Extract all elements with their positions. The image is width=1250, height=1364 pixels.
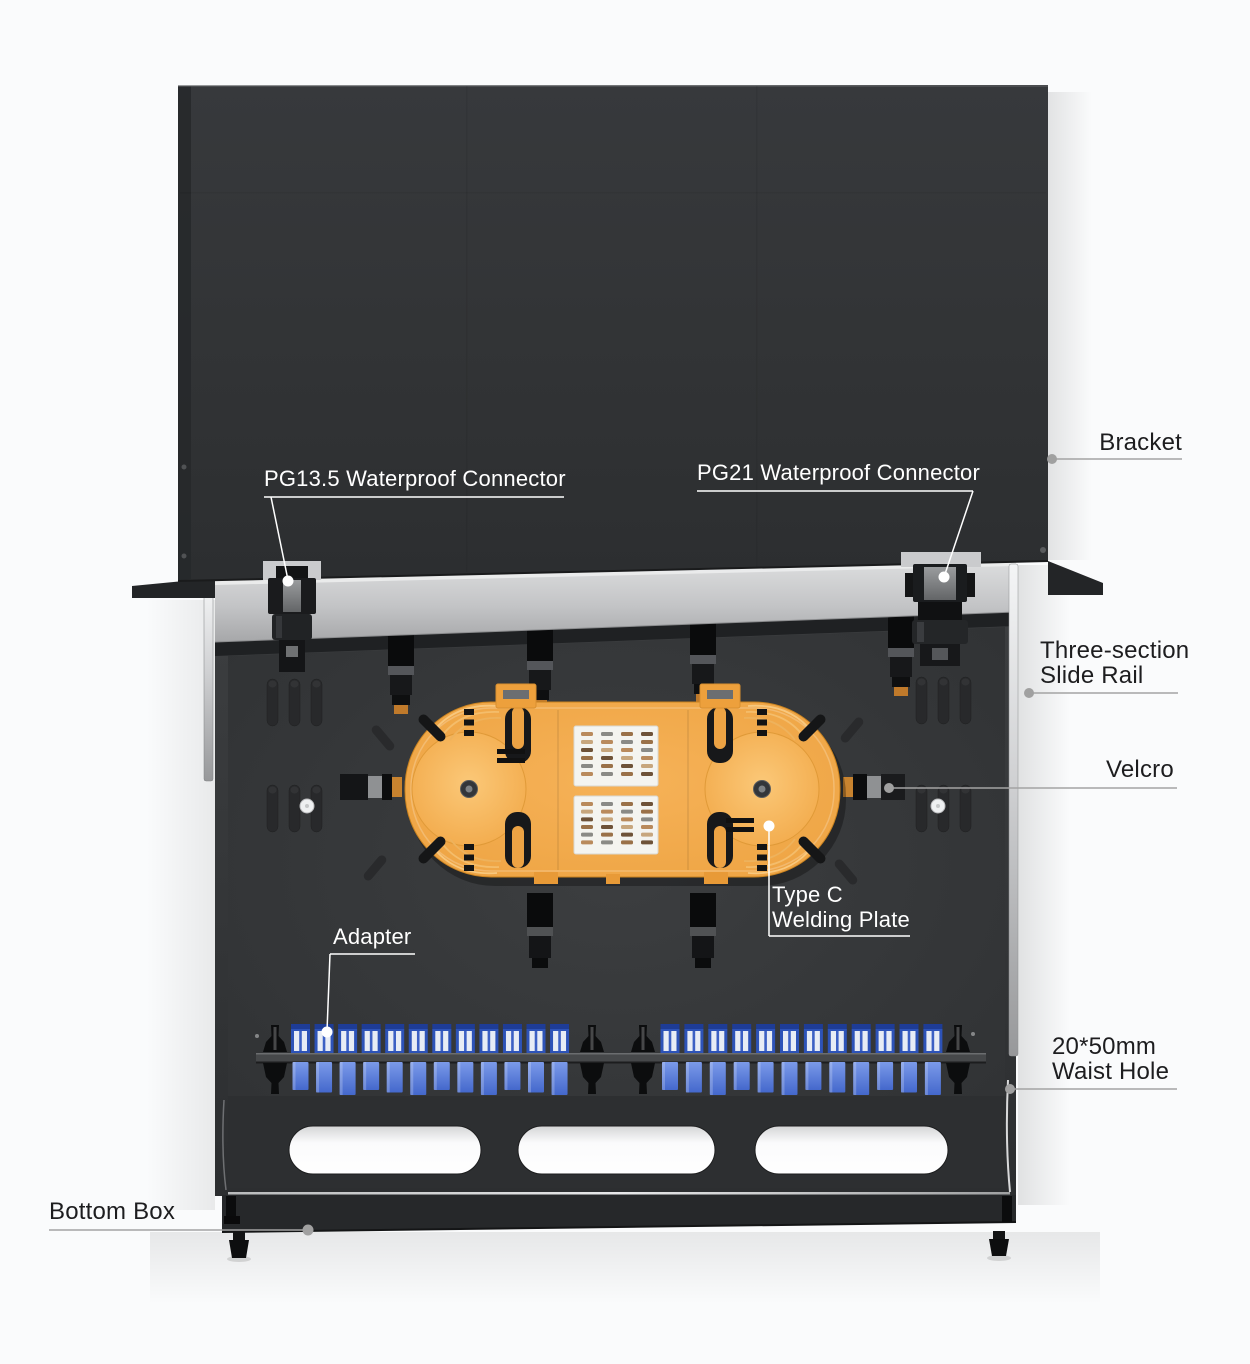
label-waist-hole-line1: 20*50mm — [1052, 1033, 1157, 1060]
waist-hole — [517, 1125, 716, 1175]
front-rail — [214, 562, 1017, 643]
label-slide-rail-line2: Slide Rail — [1040, 662, 1144, 689]
bracket-wing-left — [132, 578, 215, 598]
diagonal-slots — [363, 717, 864, 885]
label-welding-plate-line1: Type C — [772, 882, 843, 907]
bracket-dot — [1047, 454, 1057, 464]
adapter-dot — [321, 1026, 333, 1038]
screw-left — [299, 798, 315, 814]
bracket-wing-right — [1048, 561, 1103, 595]
main-box — [215, 612, 1017, 1262]
velcro-cable-clips — [388, 616, 914, 968]
label-waist-hole-line2: Waist Hole — [1052, 1058, 1170, 1085]
bottom-box-dot — [302, 1224, 314, 1236]
rubber-foot-left — [227, 1232, 251, 1262]
label-pg135-waterproof-connector: PG13.5 Waterproof Connector — [264, 466, 566, 491]
label-waist-hole: 20*50mm Waist Hole — [1052, 1034, 1169, 1084]
label-slide-rail-line1: Three-section — [1040, 637, 1190, 664]
top-cover — [132, 85, 1103, 598]
label-pg21-waterproof-connector: PG21 Waterproof Connector — [697, 460, 980, 485]
cable-ports — [497, 749, 754, 832]
bottom-box-lip — [222, 1195, 1016, 1232]
welding-plate-dot — [763, 820, 775, 832]
label-welding-plate-line2: Welding Plate — [772, 907, 910, 932]
velcro-dot — [884, 783, 894, 793]
label-adapter: Adapter — [333, 924, 412, 949]
waist-hole-dot — [1005, 1084, 1015, 1094]
label-three-section-slide-rail: Three-section Slide Rail — [1040, 638, 1189, 688]
waist-hole — [288, 1125, 482, 1175]
slide-rail-right — [1008, 563, 1019, 1057]
splice-holder-blocks — [573, 725, 659, 855]
label-type-c-welding-plate: Type C Welding Plate — [772, 882, 910, 932]
adapter-leader-line — [326, 953, 331, 1032]
waist-hole — [754, 1125, 949, 1175]
label-bottom-box: Bottom Box — [49, 1198, 176, 1225]
waist-holes — [288, 1125, 949, 1175]
tray-hook-clips — [418, 714, 826, 864]
pg21-leader-line — [943, 490, 974, 578]
pg135-leader-line — [270, 496, 289, 581]
adapter-panel — [255, 1024, 986, 1095]
pg135-dot — [282, 575, 294, 587]
label-velcro: Velcro — [1106, 756, 1174, 783]
velcro-strap-right — [843, 774, 905, 800]
fiber-adapters — [291, 1024, 943, 1095]
cable-anchors — [263, 1025, 970, 1094]
label-bracket: Bracket — [1099, 429, 1182, 456]
rubber-foot-right — [987, 1231, 1011, 1261]
embossed-slots — [266, 676, 972, 833]
screw-right — [930, 798, 946, 814]
pg21-waterproof-connector — [905, 564, 975, 666]
fiber-spool-right — [704, 731, 820, 847]
pg135-waterproof-connector — [268, 566, 316, 672]
tray-tabs — [495, 683, 741, 884]
pg21-dot — [938, 571, 950, 583]
slide-rail-left — [203, 584, 214, 782]
velcro-strap-left — [340, 774, 402, 800]
slide-rail-dot — [1024, 688, 1034, 698]
welding-plate-tray — [404, 683, 846, 886]
